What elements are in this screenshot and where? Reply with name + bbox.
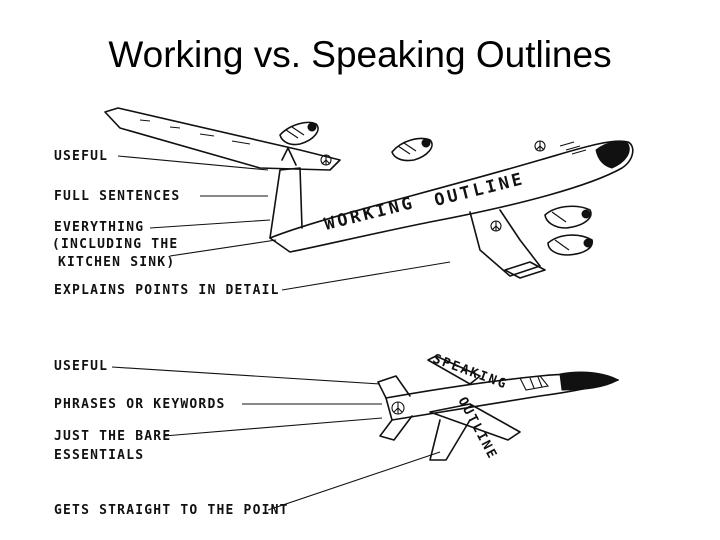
working-label-useful: USEFUL <box>54 149 108 164</box>
working-plane-label-1: WORKING <box>322 193 417 235</box>
engine-upper-2 <box>392 139 432 161</box>
speaking-plane-label-1: SPEAKING <box>431 352 510 393</box>
speaking-plane-label-2: OUTLINE <box>454 395 500 463</box>
speaking-outline-plane: SPEAKING OUTLINE <box>378 352 618 463</box>
engine-lower-2 <box>548 235 592 255</box>
engine-lower-1 <box>545 206 591 228</box>
working-labels: USEFUL FULL SENTENCES EVERYTHING (INCLUD… <box>52 149 280 298</box>
working-label-full-sentences: FULL SENTENCES <box>54 189 180 204</box>
working-label-explains: EXPLAINS POINTS IN DETAIL <box>54 283 280 298</box>
speaking-label-useful: USEFUL <box>54 359 108 374</box>
speaking-label-just-the-bare: JUST THE BARE <box>54 429 171 444</box>
speaking-label-straight: GETS STRAIGHT TO THE POINT <box>54 503 289 518</box>
speaking-label-phrases: PHRASES OR KEYWORDS <box>54 397 226 412</box>
working-label-everything: EVERYTHING <box>54 220 144 235</box>
engine-upper-1 <box>280 122 318 144</box>
working-label-including: (INCLUDING THE <box>52 237 178 252</box>
working-label-kitchen-sink: KITCHEN SINK) <box>58 255 175 270</box>
speaking-label-essentials: ESSENTIALS <box>54 448 144 463</box>
working-outline-plane: WORKING OUTLINE <box>105 108 633 278</box>
speaking-labels: USEFUL PHRASES OR KEYWORDS JUST THE BARE… <box>54 359 289 518</box>
